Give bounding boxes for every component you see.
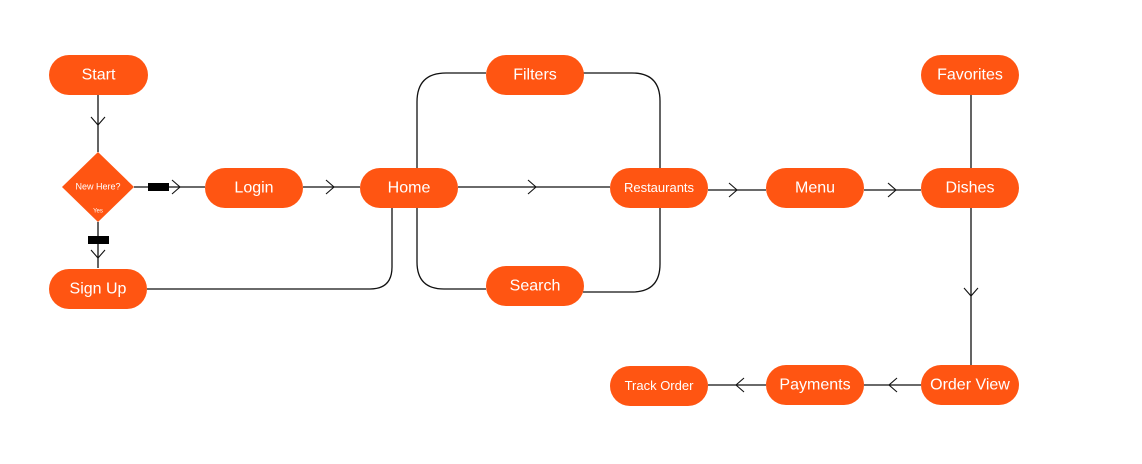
- node-home[interactable]: Home: [360, 168, 458, 208]
- node-label: Track Order: [625, 378, 695, 393]
- arrow-down-icon: [963, 287, 979, 297]
- arrow-right-icon: [325, 179, 335, 195]
- node-start[interactable]: Start: [49, 55, 148, 95]
- arrow-left-icon: [735, 377, 745, 393]
- node-signup[interactable]: Sign Up: [49, 269, 147, 309]
- node-payments[interactable]: Payments: [766, 365, 864, 405]
- connector-home-search: [416, 206, 486, 290]
- decision-yes-label: Yes: [93, 209, 103, 215]
- connector-signup-home: [147, 208, 393, 290]
- node-order-view[interactable]: Order View: [921, 365, 1019, 405]
- node-label: Favorites: [937, 67, 1003, 84]
- node-label: Home: [388, 180, 431, 197]
- arrow-right-icon: [728, 182, 738, 198]
- arrow-down-icon: [90, 249, 106, 259]
- node-dishes[interactable]: Dishes: [921, 168, 1019, 208]
- node-track-order[interactable]: Track Order: [610, 366, 708, 406]
- arrow-right-icon: [171, 179, 181, 195]
- node-filters[interactable]: Filters: [486, 55, 584, 95]
- node-label: Menu: [795, 180, 835, 197]
- node-label: Filters: [513, 67, 557, 84]
- arrowheads: [90, 116, 979, 393]
- node-login[interactable]: Login: [205, 168, 303, 208]
- branch-marker: [148, 183, 169, 191]
- node-label: Login: [234, 180, 273, 197]
- arrow-right-icon: [887, 182, 897, 198]
- node-menu[interactable]: Menu: [766, 168, 864, 208]
- node-label: Order View: [930, 377, 1010, 394]
- node-favorites[interactable]: Favorites: [921, 55, 1019, 95]
- node-label: Payments: [779, 377, 850, 394]
- node-restaurants[interactable]: Restaurants: [610, 168, 708, 208]
- arrow-down-icon: [90, 116, 106, 126]
- node-label: Search: [510, 278, 561, 295]
- connector-home-filters: [416, 72, 486, 168]
- decision-new-here[interactable]: New Here? Yes: [62, 152, 134, 222]
- decision-label: New Here?: [75, 181, 120, 191]
- node-label: Restaurants: [624, 180, 695, 195]
- arrow-right-icon: [527, 179, 537, 195]
- node-label: Sign Up: [70, 281, 127, 298]
- arrow-left-icon: [888, 377, 898, 393]
- connector-filters-restaurants: [583, 72, 661, 168]
- node-label: Start: [82, 67, 116, 84]
- node-search[interactable]: Search: [486, 266, 584, 306]
- connector-search-restaurants: [583, 208, 661, 293]
- branch-marker: [88, 236, 109, 244]
- node-label: Dishes: [946, 180, 995, 197]
- connectors: [97, 72, 972, 386]
